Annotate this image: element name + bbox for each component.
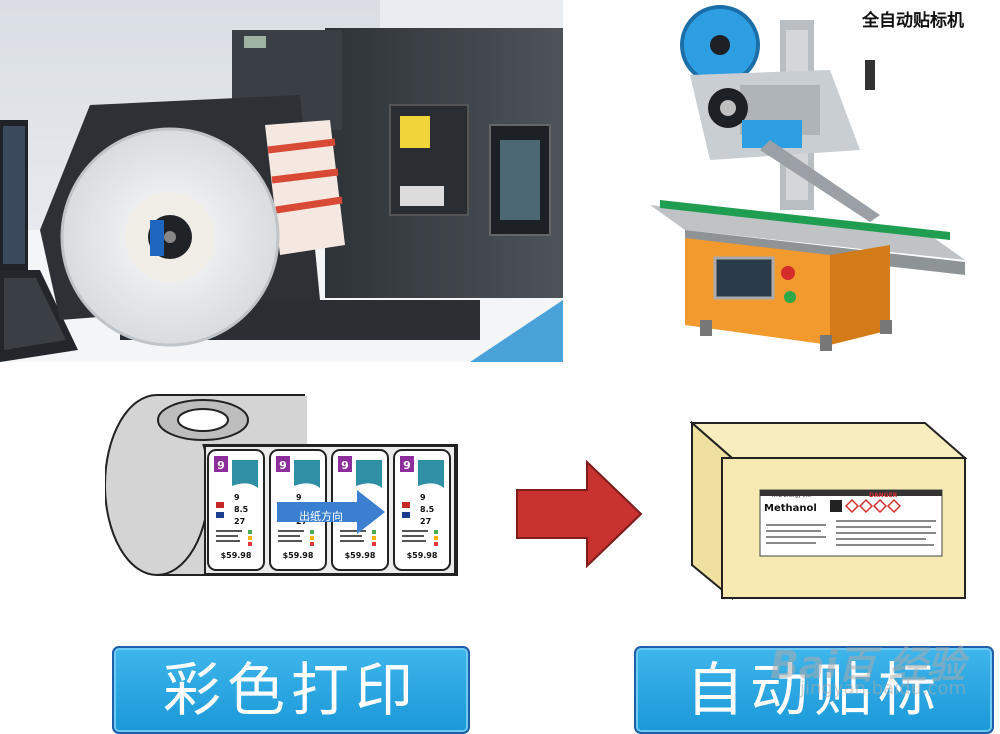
- box-label-product-name: Methanol: [764, 503, 817, 514]
- color-print-button[interactable]: 彩色打印: [112, 646, 470, 734]
- box-label-company: XYZ Energy Inc.: [772, 493, 812, 499]
- flow-arrow-icon: [516, 460, 643, 568]
- paper-direction-label: 出纸方向: [299, 510, 343, 523]
- box-label-hazard-word: DANGER: [869, 492, 898, 499]
- auto-labeling-button[interactable]: 自动贴标: [634, 646, 994, 734]
- labeling-machine-caption: 全自动贴标机: [862, 11, 964, 31]
- color-label-printer-photo: [0, 0, 563, 362]
- label-roll-illustration: 9 9 8.5 27 $59.98: [105, 394, 458, 576]
- labeled-box-illustration: [690, 420, 968, 601]
- automatic-labeling-machine-photo: [630, 0, 1000, 362]
